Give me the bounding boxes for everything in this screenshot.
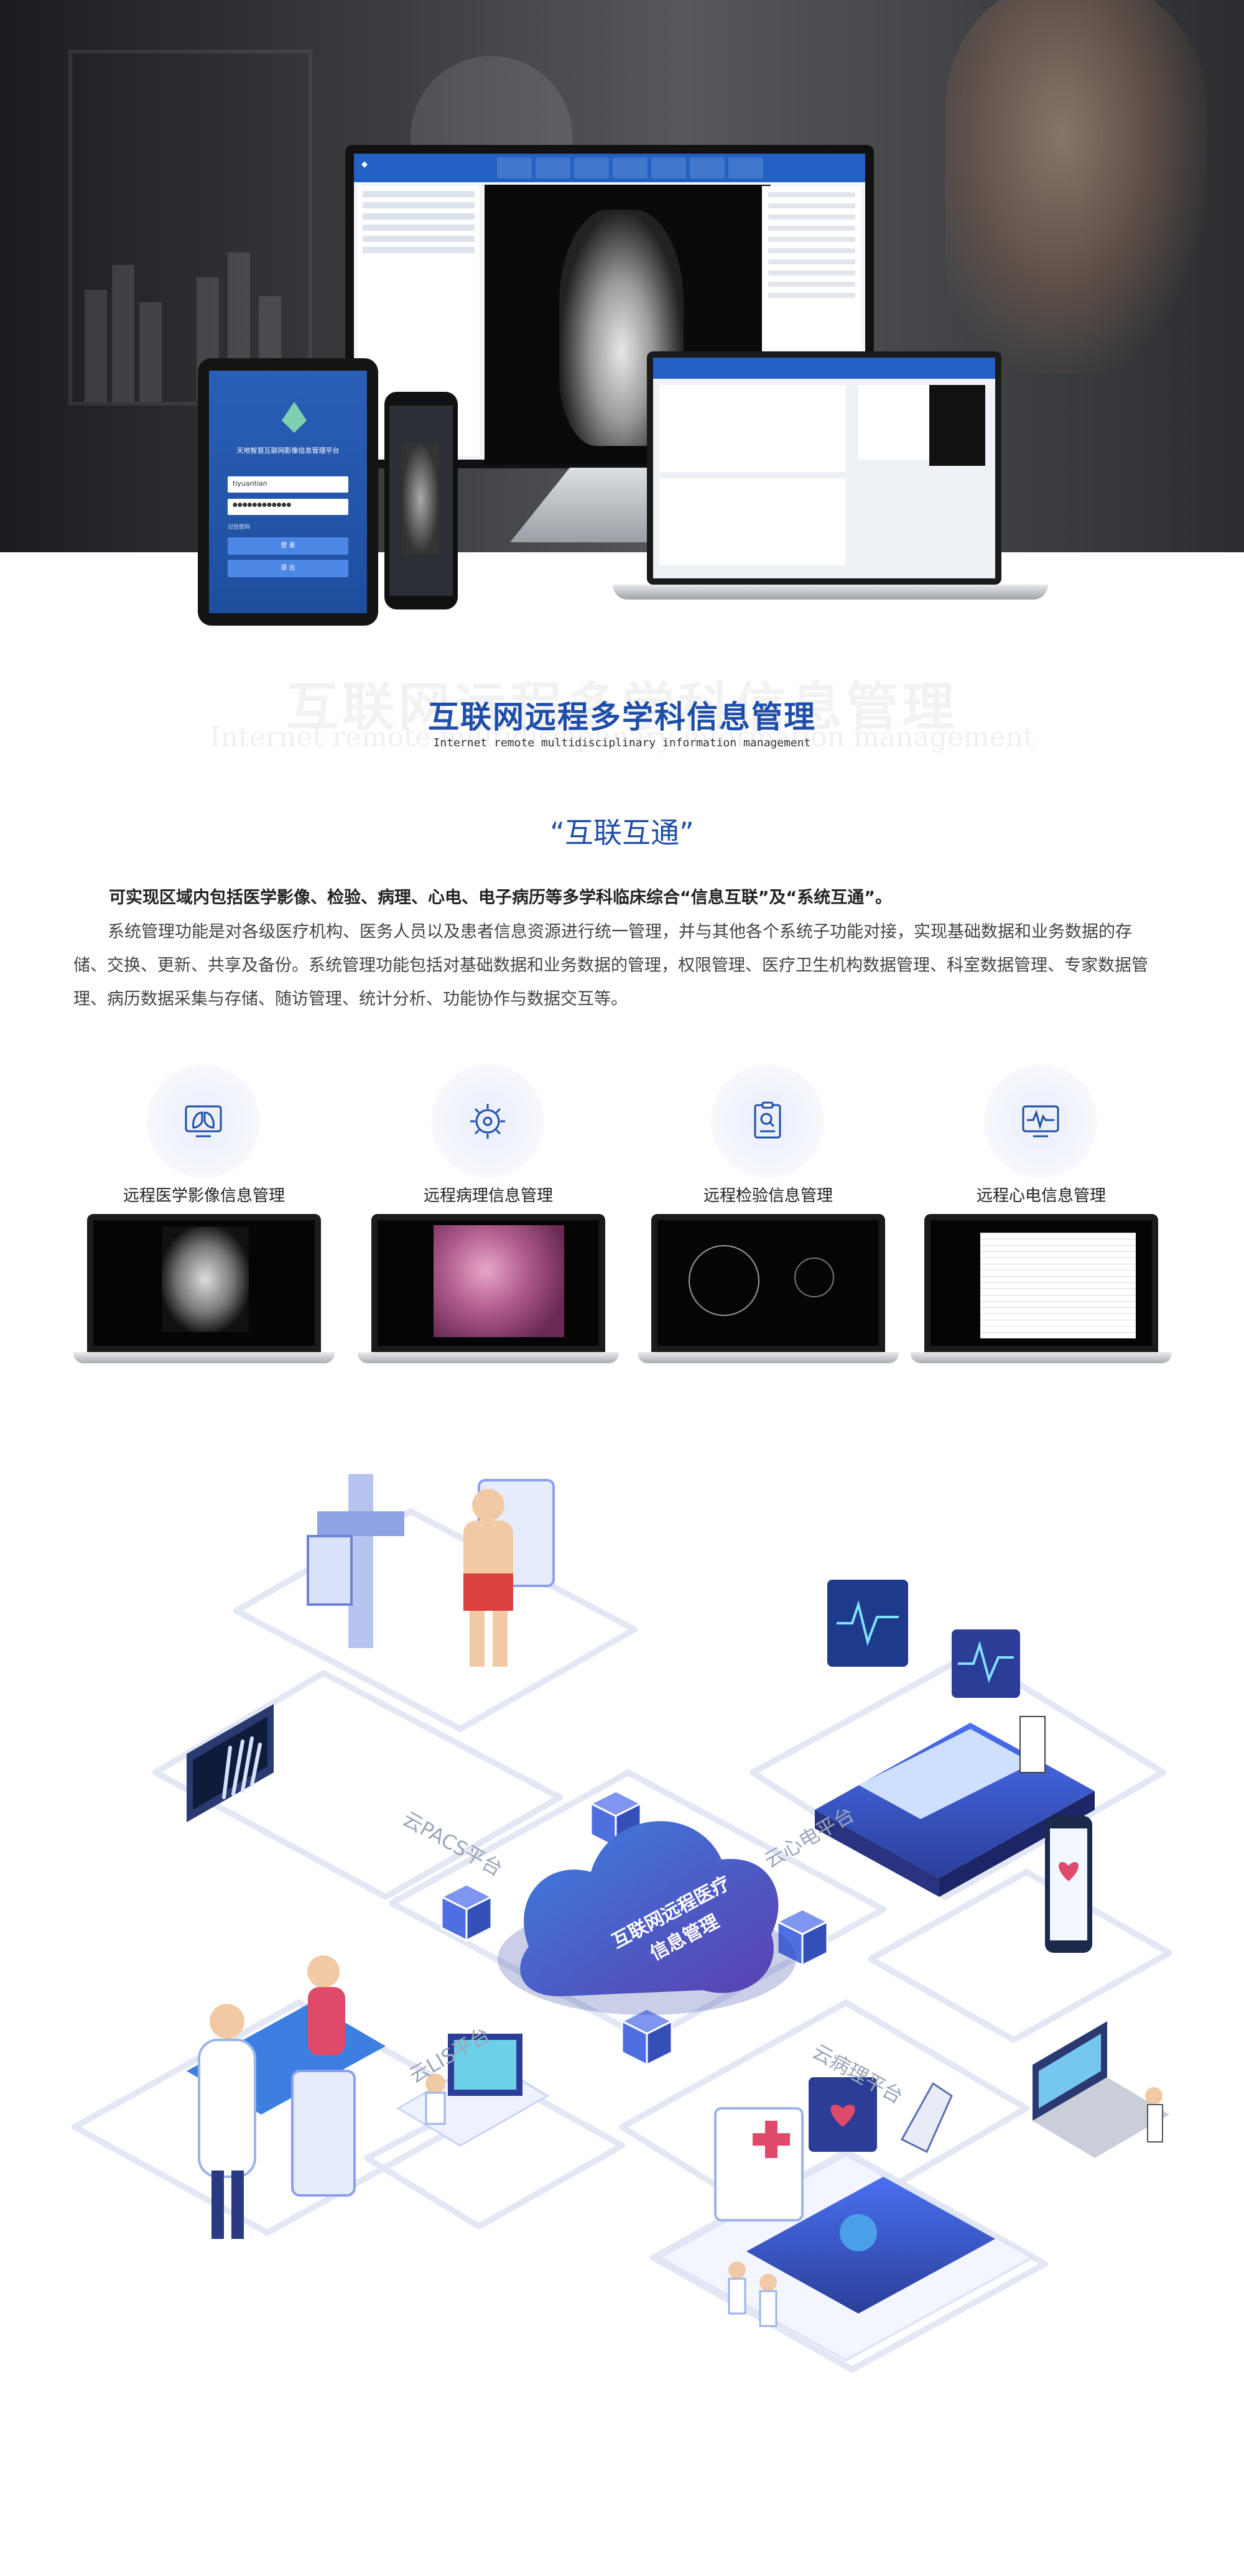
hand-xray-monitor-illustration <box>187 1704 274 1822</box>
page-subtitle: Internet remote multidisciplinary inform… <box>433 736 811 749</box>
pathology-viewer-screenshot <box>371 1214 605 1352</box>
intro-lead: 可实现区域内包括医学影像、检验、病理、心电、电子病历等多学科临床综合“信息互联”… <box>109 888 892 907</box>
lab-viewer-screenshot <box>651 1214 885 1352</box>
app-logo: ◆ <box>361 160 368 169</box>
password-value: ●●●●●●●●●●●● <box>233 502 292 508</box>
laptop-base <box>613 585 1048 600</box>
ecg-monitor-icon <box>1022 1105 1059 1137</box>
tablet-app-title: 天地智慧互联网影像信息管理平台 <box>236 447 340 455</box>
imaging-viewer-screenshot <box>87 1214 321 1352</box>
exit-button[interactable]: 退 出 <box>228 560 348 577</box>
remote-laptop-illustration <box>1033 2021 1169 2158</box>
page-title: 互联网远程多学科信息管理 <box>428 699 816 735</box>
remember-password-label[interactable]: 记住密码 <box>228 524 251 530</box>
patient-silhouette <box>945 0 1207 373</box>
lab-report-icon <box>754 1101 781 1139</box>
ecg-viewer-screenshot <box>924 1214 1158 1352</box>
tablet-login-screen: 天地智慧互联网影像信息管理平台 tiyuantian ●●●●●●●●●●●● … <box>209 371 367 613</box>
section-quote: “互联互通” <box>550 816 694 850</box>
smartphone <box>384 392 458 609</box>
login-button[interactable]: 登 录 <box>228 537 348 555</box>
mobile-heart-app-illustration <box>1045 1816 1092 1953</box>
lungs-icon <box>185 1105 222 1137</box>
module-label: 远程医学影像信息管理 <box>123 1187 285 1205</box>
bookshelf-background <box>68 50 312 405</box>
username-field[interactable]: tiyuantian <box>228 476 348 493</box>
module-label: 远程心电信息管理 <box>976 1187 1106 1205</box>
lab-doctor-illustration <box>187 1955 386 2239</box>
password-field[interactable]: ●●●●●●●●●●●● <box>228 499 348 515</box>
desktop-monitor: ◆ <box>345 145 874 468</box>
doctor-desk-illustration <box>396 2034 549 2147</box>
laptop-screen <box>653 358 995 578</box>
username-value: tiyuantian <box>233 480 267 488</box>
pathology-lab-illustration <box>656 2077 1036 2362</box>
x-ray-machine-illustration <box>307 1474 555 1667</box>
watermark-subtitle: Internet remote multidisciplinary inform… <box>210 721 1034 753</box>
cloud-platform-diagram: 互联网远程医疗 信息管理 云PACS平台 云心电平台 云LIS平台 云病理平台 <box>0 1424 1244 2457</box>
watermark-title: 互联网远程多学科信息管理 <box>285 677 958 738</box>
module-label: 远程病理信息管理 <box>423 1187 553 1205</box>
phone-screen <box>389 405 453 596</box>
virus-gear-icon <box>470 1104 505 1139</box>
tablet: 天地智慧互联网影像信息管理平台 tiyuantian ●●●●●●●●●●●● … <box>198 358 378 626</box>
brand-leaf-icon <box>282 402 307 433</box>
laptop <box>647 351 1001 585</box>
central-cloud-illustration <box>498 1821 796 2015</box>
app-nav <box>497 157 763 178</box>
intro-body: 系统管理功能是对各级医疗机构、医务人员以及患者信息资源进行统一管理，并与其他各个… <box>73 922 1148 1009</box>
module-label: 远程检验信息管理 <box>703 1187 833 1205</box>
app-toolbar: ◆ <box>354 154 865 182</box>
